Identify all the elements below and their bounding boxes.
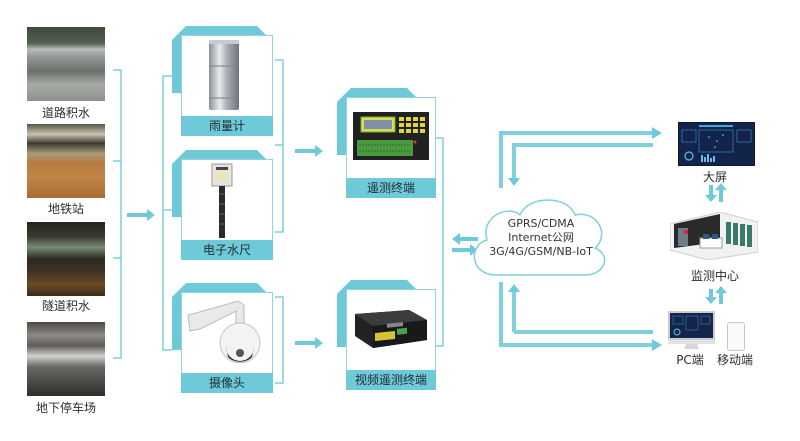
camera-image bbox=[181, 292, 273, 374]
arrow-sensors-terminal bbox=[295, 149, 315, 153]
network-line-gprs: GPRS/CDMA bbox=[507, 217, 575, 230]
camera-right-bracket bbox=[275, 296, 284, 384]
video-terminal-image bbox=[346, 289, 436, 371]
arrow-screen-to-cloud bbox=[512, 143, 653, 178]
network-line-internet: Internet公网 bbox=[508, 231, 574, 244]
network-text: GPRS/CDMA Internet公网 3G/4G/GSM/NB-IoT bbox=[478, 217, 604, 259]
terminal-card-telemetry: 遥测终端 bbox=[337, 88, 437, 201]
scene-photo-parking bbox=[27, 322, 105, 396]
arrow-scenes-sensors bbox=[127, 213, 147, 217]
terminal-label-video: 视频遥测终端 bbox=[346, 370, 436, 390]
dome-camera-icon bbox=[187, 300, 261, 364]
pc-image bbox=[668, 311, 715, 351]
water-gauge-image bbox=[181, 159, 273, 241]
arrow-camera-video bbox=[295, 341, 315, 345]
sensor-label-rain-gauge: 雨量计 bbox=[181, 116, 273, 136]
arrow-cloud-to-screen bbox=[499, 131, 652, 188]
telemetry-terminal-icon bbox=[353, 112, 429, 160]
client-label-big-screen: 大屏 bbox=[702, 170, 727, 184]
scene-label-tunnel: 隧道积水 bbox=[41, 299, 90, 313]
scene-photo-metro bbox=[27, 124, 105, 198]
rain-gauge-image bbox=[181, 35, 273, 117]
terminal-label-telemetry: 遥测终端 bbox=[346, 178, 436, 198]
sensor-bracket bbox=[162, 75, 172, 351]
scene-photo-tunnel bbox=[27, 222, 105, 296]
desktop-computer-icon bbox=[668, 311, 715, 349]
client-label-pc: PC端 bbox=[676, 353, 704, 367]
water-level-gauge-icon bbox=[211, 163, 233, 238]
arrow-terminals-to-cloud bbox=[452, 248, 470, 252]
scene-bracket bbox=[113, 69, 122, 359]
arrow-cloud-to-pc bbox=[499, 282, 652, 347]
dashboard-screen-icon bbox=[681, 125, 752, 162]
monitor-center-image bbox=[669, 211, 759, 261]
network-line-mobile: 3G/4G/GSM/NB-IoT bbox=[489, 245, 593, 258]
rain-gauge-icon bbox=[209, 40, 239, 110]
arrow-screen-down bbox=[709, 185, 713, 195]
scene-photo-road bbox=[27, 27, 105, 101]
scene-label-road: 道路积水 bbox=[41, 106, 90, 120]
terminal-bracket bbox=[435, 137, 444, 347]
big-screen-image bbox=[678, 122, 755, 166]
scene-label-parking: 地下停车场 bbox=[35, 401, 96, 415]
arrow-monitor-down bbox=[709, 289, 713, 298]
arrow-cloud-to-terminals bbox=[460, 237, 478, 241]
sensor-label-camera: 摄像头 bbox=[181, 373, 273, 393]
sensor-label-water-gauge: 电子水尺 bbox=[181, 240, 273, 260]
client-label-monitor-center: 监测中心 bbox=[690, 269, 739, 283]
sensor-card-rain-gauge: 雨量计 bbox=[172, 26, 273, 139]
telemetry-terminal-image bbox=[346, 97, 436, 179]
video-terminal-icon bbox=[355, 310, 427, 348]
sensor-card-camera: 摄像头 bbox=[172, 283, 273, 396]
mobile-phone-icon bbox=[727, 322, 745, 351]
cloud-shape bbox=[473, 199, 606, 276]
terminal-card-video: 视频遥测终端 bbox=[337, 280, 437, 393]
scene-label-metro: 地铁站 bbox=[47, 202, 84, 216]
monitor-room-icon bbox=[669, 211, 759, 261]
client-label-mobile: 移动端 bbox=[716, 353, 753, 367]
sensor-card-water-gauge: 电子水尺 bbox=[172, 150, 273, 263]
sensor-right-bracket bbox=[275, 59, 284, 233]
